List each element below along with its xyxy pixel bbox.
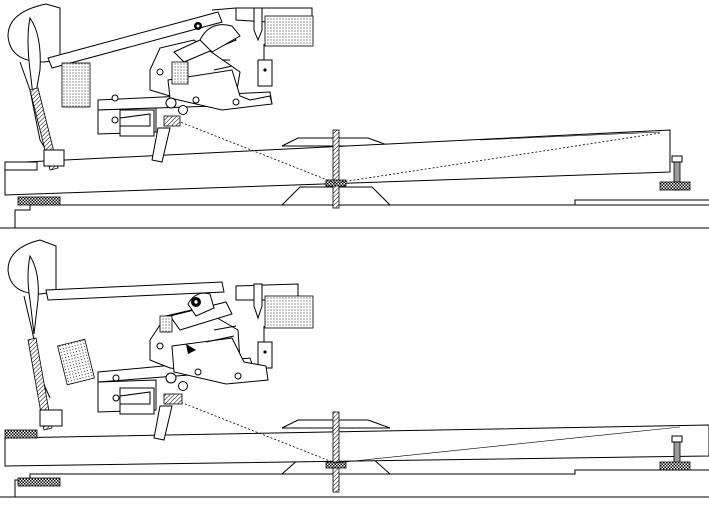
hammer-assembly bbox=[7, 3, 223, 161]
wippen-assembly bbox=[97, 22, 273, 137]
balance-pin bbox=[325, 129, 347, 209]
lower-panel bbox=[0, 239, 709, 498]
upper-panel bbox=[0, 3, 709, 229]
keybed bbox=[0, 199, 709, 229]
front-rail-pin bbox=[659, 435, 691, 471]
front-rail-pin bbox=[659, 155, 691, 191]
wippen-assembly bbox=[97, 292, 269, 415]
key-lever bbox=[4, 424, 709, 487]
damper-wire bbox=[253, 7, 273, 87]
hammer-assembly bbox=[7, 239, 225, 399]
balance-pin bbox=[325, 411, 347, 493]
damper-lever bbox=[27, 337, 63, 431]
capstan-screw bbox=[153, 393, 183, 441]
capstan-screw bbox=[151, 115, 181, 163]
action-rail bbox=[235, 283, 314, 329]
damper-lever bbox=[29, 87, 65, 171]
damper-wire bbox=[253, 283, 273, 369]
